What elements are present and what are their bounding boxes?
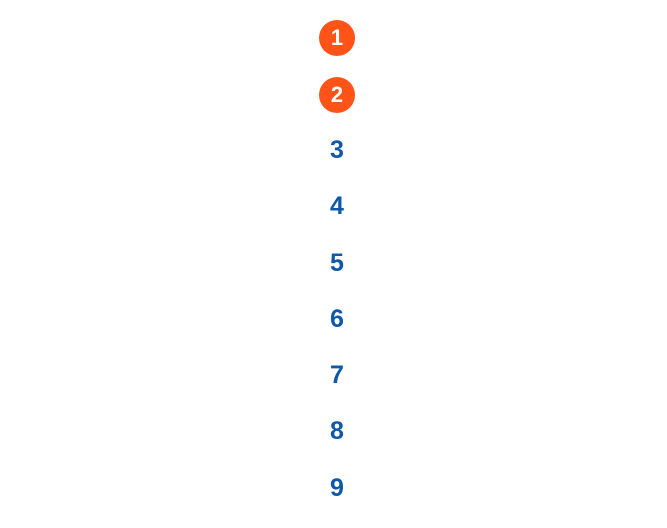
page-link-6[interactable]: 6: [330, 304, 344, 333]
page-link-3[interactable]: 3: [330, 135, 344, 164]
page-link-4[interactable]: 4: [330, 191, 344, 220]
page-link-9[interactable]: 9: [330, 473, 344, 502]
page-link-1[interactable]: 1: [319, 20, 355, 56]
page-link-5[interactable]: 5: [330, 248, 344, 277]
page-link-8[interactable]: 8: [330, 416, 344, 445]
page-link-2[interactable]: 2: [319, 77, 355, 113]
page-link-7[interactable]: 7: [330, 360, 344, 389]
